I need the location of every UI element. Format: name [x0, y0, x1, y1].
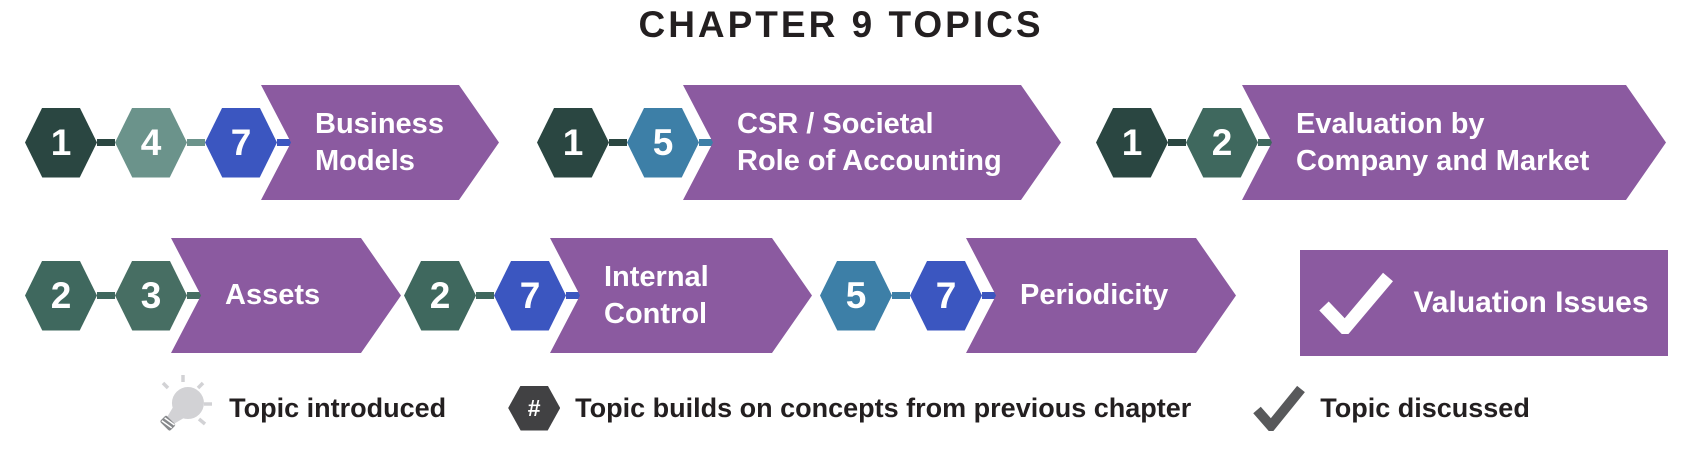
hexagon-number: 1 — [50, 121, 72, 163]
valuation-issues-box: Valuation Issues — [1300, 250, 1668, 356]
chapter-hexagon: 7 — [910, 260, 982, 331]
hexagon-number: 5 — [652, 121, 674, 163]
chapter-hexagon: 3 — [115, 260, 187, 331]
connector-line — [1168, 139, 1186, 146]
legend-item-introduced: Topic introduced — [152, 373, 446, 443]
topic-group-business-models: 1 4 7 Business Models — [25, 85, 499, 200]
chapter-hexagon: 1 — [537, 107, 609, 178]
chapter-hexagon: 2 — [1186, 107, 1258, 178]
topic-label-line: Company and Market — [1296, 144, 1590, 177]
topic-label-line: Periodicity — [1020, 279, 1169, 311]
hexagon-number: 1 — [1121, 121, 1143, 163]
topic-group-csr: 1 5 CSR / Societal Role of Accounting — [537, 85, 1061, 200]
page-title: CHAPTER 9 TOPICS — [638, 4, 1044, 45]
hexagon-number: 1 — [562, 121, 584, 163]
chapter-hexagon: 7 — [205, 107, 277, 178]
connector-line — [97, 139, 115, 146]
topic-arrow: CSR / Societal Role of Accounting — [683, 85, 1061, 200]
chapter-hexagon: 4 — [115, 107, 187, 178]
topic-label-line: Internal — [604, 260, 709, 293]
topic-arrow: Periodicity — [966, 238, 1236, 353]
topic-label-line: Models — [315, 144, 415, 177]
hexagon-number: 7 — [519, 274, 541, 316]
topic-label-line: Control — [604, 297, 708, 330]
legend-item-label: Topic builds on concepts from previous c… — [575, 392, 1192, 423]
legend: Topic introduced # Topic builds on conce… — [0, 372, 1682, 444]
chapter-hexagon: 2 — [25, 260, 97, 331]
legend-item-label: Topic discussed — [1320, 392, 1530, 423]
check-icon — [1319, 272, 1394, 334]
topic-group-evaluation: 1 2 Evaluation by Company and Market — [1096, 85, 1666, 200]
connector-line — [187, 139, 205, 146]
hexagon-number: 2 — [429, 274, 451, 316]
connector-line — [609, 139, 627, 146]
hexagon-number: 5 — [845, 274, 867, 316]
topic-label-line: CSR / Societal — [737, 107, 934, 140]
chapter-hexagon: 5 — [627, 107, 699, 178]
topic-arrow: Assets — [171, 238, 401, 353]
topic-group-periodicity: 5 7 Periodicity — [820, 238, 1236, 353]
chapter-hexagon: 1 — [1096, 107, 1168, 178]
topic-label-line: Evaluation by — [1296, 107, 1485, 140]
legend-item-label: Topic introduced — [229, 392, 447, 423]
legend-item-discussed: Topic discussed — [1253, 385, 1530, 431]
checkmark-icon — [1253, 385, 1306, 431]
topic-arrow: Business Models — [261, 85, 499, 200]
chapter-hexagon: 1 — [25, 107, 97, 178]
legend-item-builds-on: # Topic builds on concepts from previous… — [508, 385, 1192, 431]
hexagon-number: 2 — [1211, 121, 1233, 163]
topic-arrow: Internal Control — [550, 238, 812, 353]
connector-line — [892, 292, 910, 299]
topic-label-line: Assets — [225, 279, 321, 311]
chapter-hexagon: 2 — [404, 260, 476, 331]
topic-group-assets: 2 3 Assets — [25, 238, 401, 353]
chapter-hexagon: 7 — [494, 260, 566, 331]
topic-group-internal-control: 2 7 Internal Control — [404, 238, 812, 353]
connector-line — [97, 292, 115, 299]
topic-arrow: Evaluation by Company and Market — [1242, 85, 1666, 200]
hexagon-number: 7 — [230, 121, 252, 163]
hex-hash-icon: # — [508, 385, 561, 431]
topic-label-line: Valuation Issues — [1413, 286, 1649, 319]
connector-line — [476, 292, 494, 299]
hexagon-number: 3 — [140, 274, 162, 316]
lightbulb-icon — [160, 375, 213, 431]
topic-label-line: Business — [315, 107, 444, 140]
hexagon-number: 7 — [935, 274, 957, 316]
topic-label-line: Role of Accounting — [737, 144, 1002, 177]
hexagon-number: 4 — [140, 121, 162, 163]
hexagon-number: 2 — [50, 274, 72, 316]
chapter-hexagon: 5 — [820, 260, 892, 331]
